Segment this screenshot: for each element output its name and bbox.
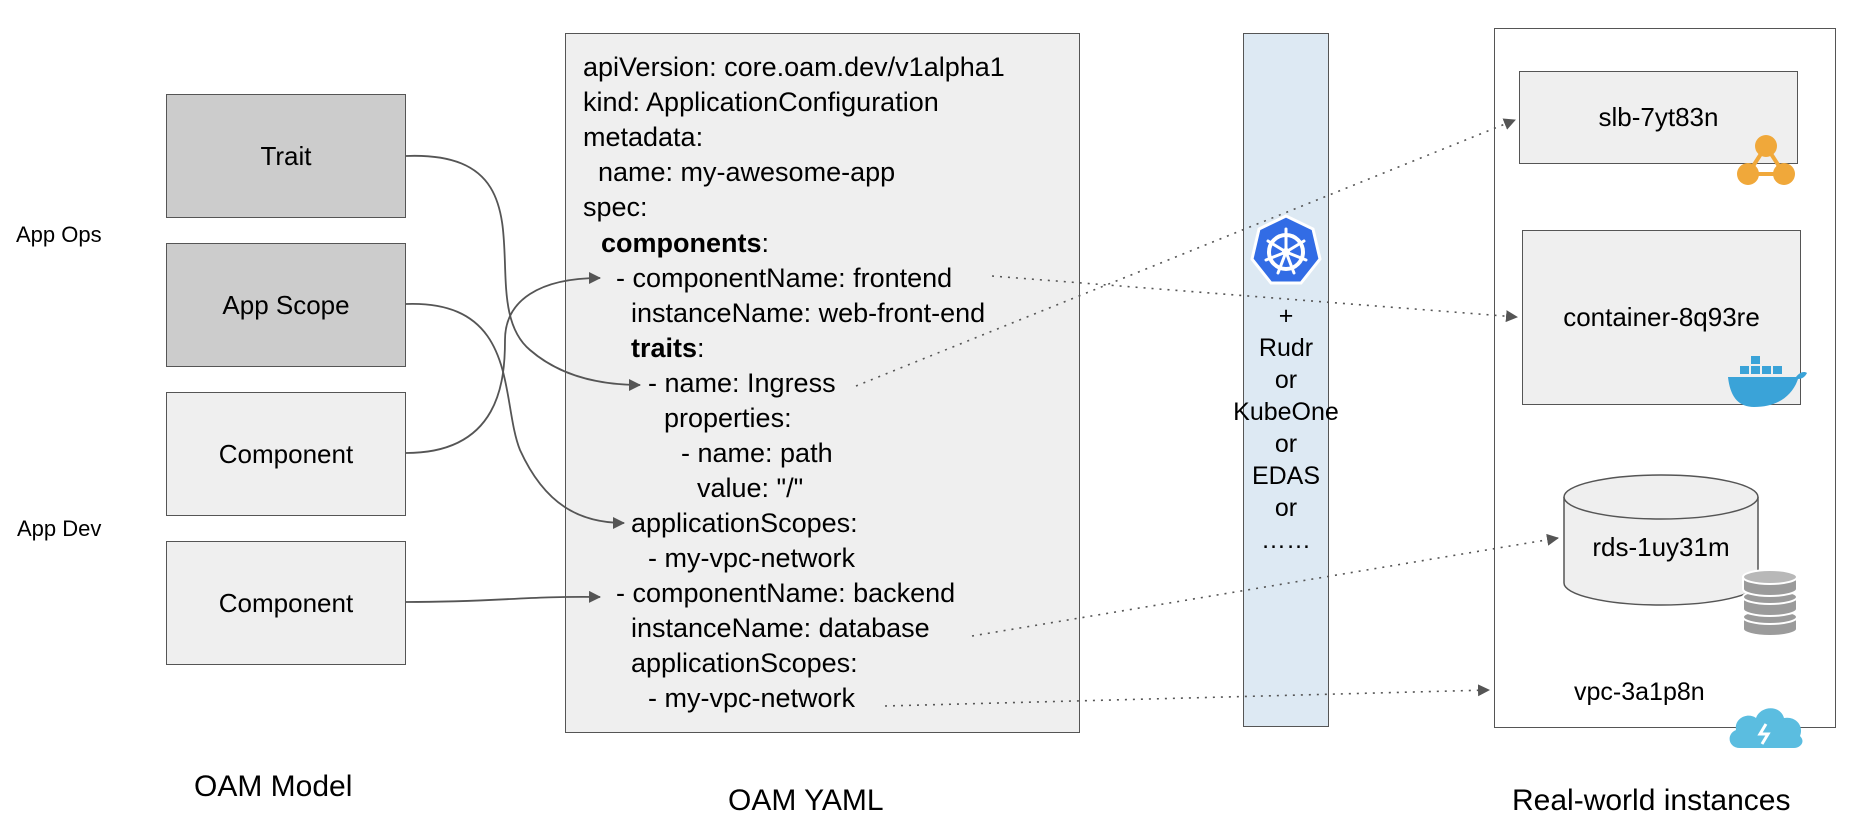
cloud-icon (1726, 700, 1806, 752)
yaml-line: instanceName: web-front-end (631, 298, 986, 328)
yaml-line: value: "/" (697, 473, 804, 503)
yaml-line: applicationScopes: (631, 508, 858, 538)
yaml-keyword: traits (631, 333, 698, 363)
yaml-line: kind: ApplicationConfiguration (583, 87, 939, 117)
database-stack-icon (1741, 565, 1799, 637)
runtime-line: or (1274, 366, 1298, 394)
yaml-line: properties: (664, 403, 792, 433)
trait-label: Trait (260, 140, 312, 171)
trait-box: Trait (166, 94, 406, 218)
yaml-line: - name: Ingress (648, 368, 836, 398)
yaml-line: - componentName: frontend (616, 263, 953, 293)
app-scope-label: App Scope (222, 289, 350, 320)
runtime-line: or (1274, 430, 1298, 458)
yaml-line: spec: (583, 192, 648, 222)
kubernetes-helm-icon (1249, 214, 1323, 288)
frontend-to-container-connector (991, 275, 1518, 323)
app-dev-label: App Dev (17, 516, 102, 541)
yaml-line-components: components: (601, 228, 769, 258)
component-label-1: Component (218, 438, 354, 469)
runtime-line: KubeOne (1233, 398, 1339, 426)
component-to-backend-connector (405, 590, 601, 603)
trait-to-traits-connector (405, 155, 641, 391)
yaml-panel (565, 33, 1080, 733)
app-ops-label: App Ops (16, 222, 102, 247)
app-scope-box: App Scope (166, 243, 406, 367)
network-nodes-icon (1734, 132, 1798, 188)
yaml-colon: : (697, 333, 705, 363)
database-to-rds-connector (971, 533, 1559, 637)
slb-box: slb-7yt83n (1519, 71, 1798, 164)
runtime-line: …… (1261, 526, 1311, 554)
scope-to-applicationscopes-connector (405, 303, 625, 529)
yaml-line: applicationScopes: (631, 648, 858, 678)
ingress-to-slb-connector (855, 118, 1516, 387)
yaml-line: - componentName: backend (616, 578, 956, 608)
rds-label: rds-1uy31m (1592, 532, 1730, 562)
yaml-line: instanceName: database (631, 613, 930, 643)
runtime-line: EDAS (1251, 462, 1321, 490)
real-world-caption: Real-world instances (1512, 784, 1791, 817)
component-box-2: Component (166, 541, 406, 665)
yaml-line: - my-vpc-network (648, 683, 856, 713)
oam-model-caption: OAM Model (194, 770, 353, 803)
yaml-colon: : (761, 228, 770, 258)
yaml-line: - name: path (681, 438, 833, 468)
yaml-line: - my-vpc-network (648, 543, 856, 573)
runtime-column (1243, 33, 1329, 727)
component-box-1: Component (166, 392, 406, 516)
component-to-frontend-connector (405, 272, 601, 454)
yaml-line: apiVersion: core.oam.dev/v1alpha1 (583, 52, 1005, 82)
yaml-line-traits: traits: (631, 333, 705, 363)
runtime-line: or (1274, 494, 1298, 522)
runtime-options: + Rudr or KubeOne or EDAS or …… (1229, 300, 1343, 556)
slb-label: slb-7yt83n (1598, 102, 1719, 132)
container-box: container-8q93re (1522, 230, 1801, 405)
vpc-label: vpc-3a1p8n (1574, 678, 1705, 706)
runtime-line: + (1278, 302, 1294, 330)
container-label: container-8q93re (1563, 302, 1760, 332)
yaml-line: metadata: (583, 122, 704, 152)
yaml-keyword: components (601, 228, 762, 258)
vpc-network-to-vpc-connector (884, 684, 1490, 707)
oam-yaml-caption: OAM YAML (728, 784, 884, 817)
yaml-line: name: my-awesome-app (583, 157, 896, 187)
runtime-line: Rudr (1258, 334, 1314, 362)
component-label-2: Component (218, 587, 354, 618)
docker-whale-icon (1726, 352, 1808, 410)
